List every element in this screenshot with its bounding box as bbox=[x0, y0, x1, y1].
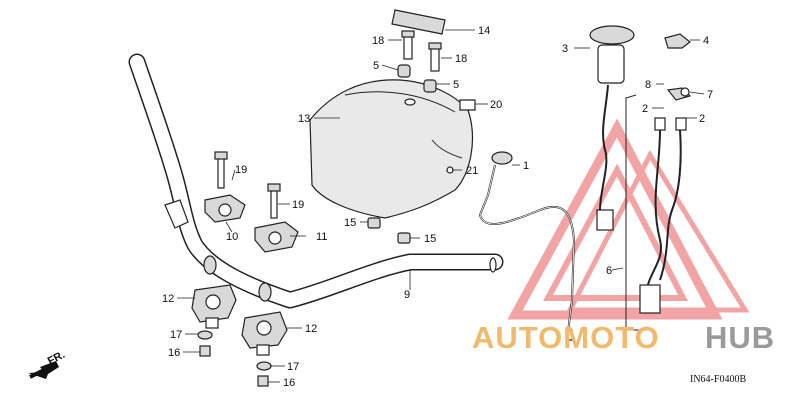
handlebar-cover bbox=[309, 79, 474, 219]
direction-label: FR. bbox=[46, 349, 67, 368]
leader-lines bbox=[177, 29, 705, 383]
callout-4: 4 bbox=[703, 35, 709, 47]
callout-12-right: 12 bbox=[305, 323, 317, 335]
callout-19-right: 19 bbox=[292, 199, 304, 211]
clamp-10 bbox=[204, 151, 246, 223]
callout-5-right: 5 bbox=[453, 79, 459, 91]
callout-12-left: 12 bbox=[162, 293, 174, 305]
holder-right bbox=[241, 311, 288, 387]
callout-17-left: 17 bbox=[170, 329, 182, 341]
direction-arrow bbox=[28, 361, 59, 379]
holder-left bbox=[191, 284, 237, 357]
grommets-15 bbox=[367, 217, 411, 244]
callout-18-right: 18 bbox=[455, 53, 467, 65]
callout-10: 10 bbox=[226, 231, 238, 243]
callout-15-left: 15 bbox=[344, 217, 356, 229]
callout-19-left: 19 bbox=[235, 164, 247, 176]
callout-16-right: 16 bbox=[283, 377, 295, 389]
callout-9: 9 bbox=[404, 289, 410, 301]
callout-20: 20 bbox=[490, 99, 502, 111]
callout-2-left: 2 bbox=[642, 103, 648, 115]
callout-3: 3 bbox=[562, 43, 568, 55]
callout-21: 21 bbox=[466, 165, 478, 177]
watermark-triangle-logo bbox=[507, 118, 750, 320]
svg-text:HUB: HUB bbox=[705, 320, 775, 355]
callout-13: 13 bbox=[298, 113, 310, 125]
harness-6 bbox=[625, 87, 692, 331]
callout-16-left: 16 bbox=[168, 347, 180, 359]
callout-17-right: 17 bbox=[287, 361, 299, 373]
callout-15-right: 15 bbox=[424, 233, 436, 245]
switch-cable bbox=[478, 151, 576, 341]
callout-labels: 14 18 18 5 5 13 20 21 1 3 4 8 7 2 2 6 19… bbox=[162, 25, 713, 389]
svg-text:AUTOMOTO: AUTOMOTO bbox=[472, 320, 660, 355]
callout-18-left: 18 bbox=[372, 35, 384, 47]
callout-8: 8 bbox=[645, 79, 651, 91]
handlebar bbox=[128, 53, 504, 309]
watermark-text: AUTOMOTO HUB bbox=[472, 320, 775, 355]
callout-1: 1 bbox=[523, 160, 529, 172]
top-parts bbox=[391, 9, 476, 174]
callout-14: 14 bbox=[478, 25, 490, 37]
clamp-11 bbox=[254, 183, 299, 253]
callout-6: 6 bbox=[606, 265, 612, 277]
callout-11: 11 bbox=[316, 231, 327, 243]
callout-7: 7 bbox=[707, 89, 713, 101]
callout-2-right: 2 bbox=[699, 113, 705, 125]
callout-5-left: 5 bbox=[373, 60, 379, 72]
ignition-switch bbox=[589, 25, 691, 231]
diagram-code: IN64-F0400B bbox=[690, 374, 746, 385]
